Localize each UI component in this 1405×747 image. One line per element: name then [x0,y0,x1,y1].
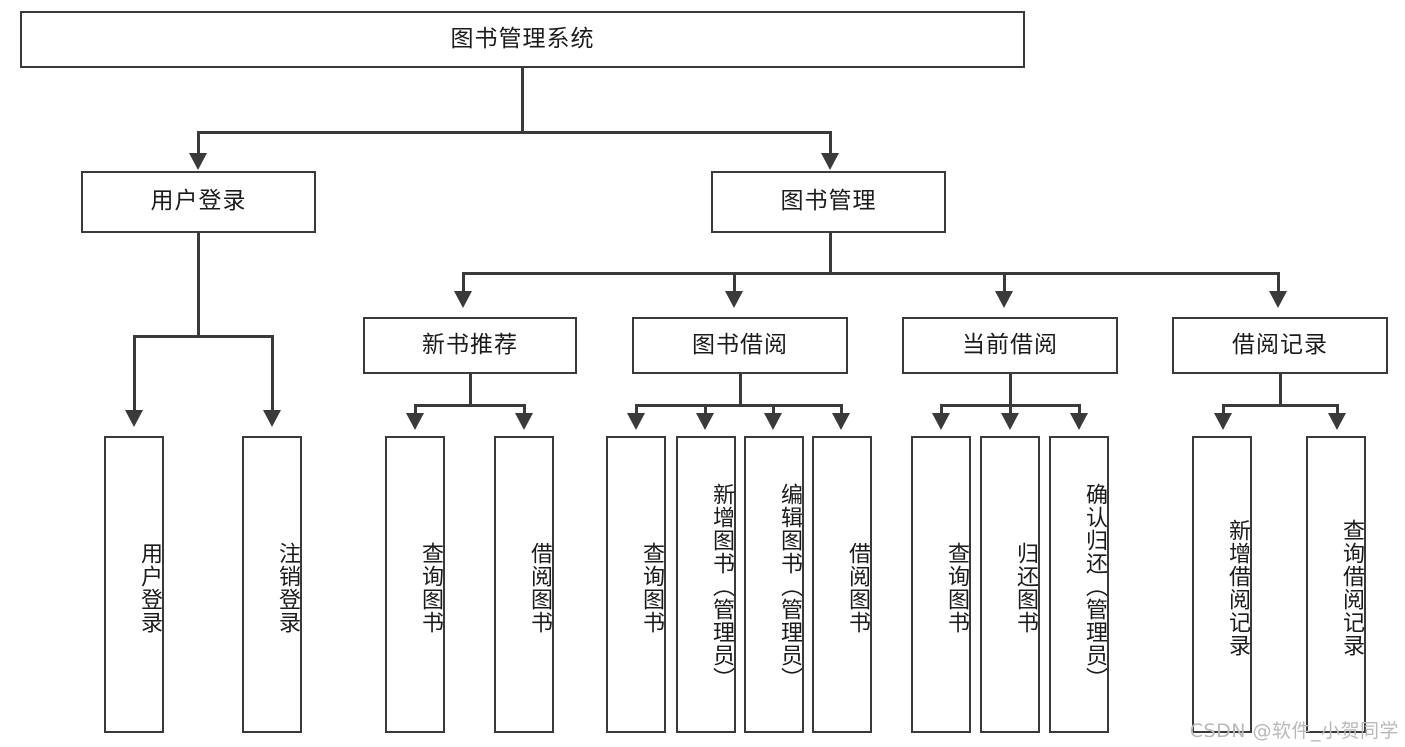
arrow-cb-to-leaf-3 [1070,413,1088,430]
leaf-query-book-3[interactable]: 查询图书 [911,436,971,733]
leaf-query-book-2[interactable]: 查询图书 [606,436,666,733]
arrow-cb-to-leaf-2 [1001,413,1019,430]
node-label: 当前借阅 [962,331,1058,358]
leaf-edit-book[interactable]: 编辑图书（管理员） [744,436,804,733]
connector-book-borrow-bar [636,404,843,407]
node-label: 注销登录 [275,541,300,634]
arrow-bm-to-book-borrow [725,291,743,308]
arrow-bm-to-new-book [454,291,472,308]
connector-book-management-stem [829,233,832,274]
arrow-br-to-leaf-1 [1214,413,1232,430]
node-label: 新增借阅记录 [1225,518,1250,657]
node-new-book-recommend[interactable]: 新书推荐 [363,317,577,374]
arrow-user-login-to-leaf-1 [125,410,143,427]
connector-new-book-bar [415,404,526,407]
connector-user-login-stem [197,233,200,337]
connector-bm-to-new-book [462,272,465,293]
connector-br-to-leaf-2 [1336,404,1339,415]
node-label: 用户登录 [137,541,162,634]
node-label: 编辑图书（管理员） [777,483,802,690]
connector-root-to-user-login [197,131,200,157]
connector-user-login-to-leaf-1 [133,335,136,412]
node-label: 新书推荐 [422,331,518,358]
node-label: 查询借阅记录 [1339,518,1364,657]
connector-new-book-stem [469,374,472,406]
leaf-borrow-book-2[interactable]: 借阅图书 [812,436,872,733]
connector-user-login-to-leaf-2 [271,335,274,412]
connector-root-stem [521,68,524,133]
arrow-bb-to-leaf-1 [627,413,645,430]
leaf-return-book[interactable]: 归还图书 [980,436,1040,733]
arrow-bm-to-borrow-record [1269,291,1287,308]
leaf-query-book-1[interactable]: 查询图书 [385,436,445,733]
node-book-borrow[interactable]: 图书借阅 [632,317,848,374]
arrow-br-to-leaf-2 [1328,413,1346,430]
connector-br-to-leaf-1 [1222,404,1225,415]
connector-cb-to-leaf-2 [1009,404,1012,415]
arrow-bb-to-leaf-2 [696,413,714,430]
arrow-root-to-book-management [821,153,839,170]
node-current-borrow[interactable]: 当前借阅 [902,317,1118,374]
connector-current-borrow-stem [1009,374,1012,406]
leaf-query-record[interactable]: 查询借阅记录 [1306,436,1366,733]
leaf-borrow-book-1[interactable]: 借阅图书 [494,436,554,733]
connector-book-management-bar [463,272,1280,275]
node-book-management[interactable]: 图书管理 [711,171,946,233]
node-label: 查询图书 [944,541,969,634]
connector-bm-to-borrow-record [1277,272,1280,293]
leaf-add-book[interactable]: 新增图书（管理员） [676,436,736,733]
node-label: 图书管理 [780,188,877,215]
arrow-bb-to-leaf-4 [832,413,850,430]
connector-bb-to-leaf-3 [772,404,775,415]
node-label: 查询图书 [418,541,443,634]
connector-nb-to-leaf-1 [414,404,417,415]
node-label: 查询图书 [639,541,664,634]
node-label: 确认归还（管理员） [1082,483,1107,690]
connector-bb-to-leaf-2 [704,404,707,415]
node-borrow-record[interactable]: 借阅记录 [1172,317,1388,374]
node-label: 借阅记录 [1232,331,1328,358]
arrow-cb-to-leaf-1 [932,413,950,430]
node-label: 新增图书（管理员） [709,483,734,690]
arrow-root-to-user-login [189,153,207,170]
arrow-bm-to-current-borrow [995,291,1013,308]
connector-bm-to-current-borrow [1003,272,1006,293]
connector-nb-to-leaf-2 [523,404,526,415]
arrow-nb-to-leaf-2 [515,413,533,430]
arrow-nb-to-leaf-1 [406,413,424,430]
connector-user-login-bar [134,335,274,338]
connector-bm-to-book-borrow [733,272,736,293]
connector-borrow-record-bar [1223,404,1339,407]
arrow-user-login-to-leaf-2 [263,410,281,427]
node-label: 借阅图书 [527,541,552,634]
connector-cb-to-leaf-3 [1078,404,1081,415]
connector-cb-to-leaf-1 [940,404,943,415]
csdn-watermark: CSDN @软件_小贺同学 [1189,720,1399,742]
node-label: 用户登录 [150,188,247,215]
connector-root-bar [198,131,832,134]
connector-book-borrow-stem [739,374,742,406]
connector-bb-to-leaf-1 [635,404,638,415]
arrow-bb-to-leaf-3 [764,413,782,430]
connector-borrow-record-stem [1279,374,1282,406]
node-label: 图书借阅 [692,331,788,358]
leaf-add-record[interactable]: 新增借阅记录 [1192,436,1252,733]
leaf-logout-login[interactable]: 注销登录 [242,436,302,733]
node-root-book-management-system[interactable]: 图书管理系统 [20,11,1025,68]
connector-bb-to-leaf-4 [840,404,843,415]
node-label: 归还图书 [1013,541,1038,634]
leaf-confirm-return[interactable]: 确认归还（管理员） [1049,436,1109,733]
node-user-login[interactable]: 用户登录 [81,171,316,233]
node-label: 图书管理系统 [450,25,595,52]
leaf-user-login[interactable]: 用户登录 [104,436,164,733]
node-label: 借阅图书 [845,541,870,634]
connector-root-to-book-management [829,131,832,157]
